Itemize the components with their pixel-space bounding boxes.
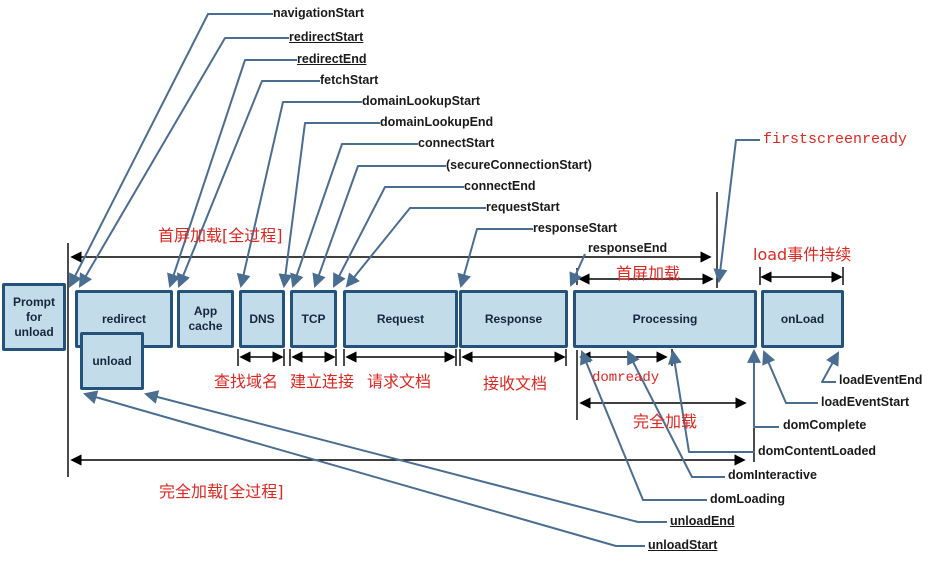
box-response: Response [459,290,568,348]
leader-response-end [569,253,586,287]
box-processing: Processing [573,290,757,348]
leader-domain-lookup-end [278,122,380,289]
label-redirect-end: redirectEnd [297,52,367,66]
box-unload: unload [80,332,144,390]
leader-unload-end [143,390,667,523]
measure-full-load-full-label: 完全加载[全过程] [159,482,284,501]
label-fetch-start: fetchStart [320,73,379,87]
measure-domready-label: domready [592,370,660,386]
label-unload-start: unloadStart [648,538,718,552]
leader-dom-interactive [627,350,725,478]
label-navigation-start: navigationStart [273,6,364,20]
leader-domain-lookup-start [236,101,362,289]
leader-fetch-start [176,80,320,288]
label-response-start: responseStart [533,221,618,235]
label-dom-content-loaded: domContentLoaded [758,444,877,458]
leader-connect-start [290,143,418,288]
leader-dom-content-loaded [667,349,755,453]
label-request-start: requestStart [486,200,560,214]
label-load-event-start: loadEventStart [821,395,910,409]
label-domain-lookup-start: domainLookupStart [362,94,481,108]
label-dom-interactive: domInteractive [728,468,817,482]
measure-dns-lookup-label: 查找域名 [214,372,279,391]
measure-full-load-label: 完全加载 [633,412,698,431]
label-dom-loading: domLoading [710,492,785,506]
box-request: Request [343,290,458,348]
box-prompt-for-unload: Prompt for unload [2,283,66,351]
measure-first-screen-full-label: 首屏加载[全过程] [158,226,283,245]
measure-tcp-connect-label: 建立连接 [290,372,355,391]
label-unload-end: unloadEnd [670,514,735,528]
label-response-end: responseEnd [588,241,668,255]
box-tcp: TCP [290,290,337,348]
leader-dom-complete [747,348,779,428]
leader-dom-loading [580,350,707,501]
label-dom-complete: domComplete [783,418,867,432]
label-load-event-end: loadEventEnd [839,373,923,387]
box-onload: onLoad [761,290,844,348]
label-domain-lookup-end: domainLookupEnd [380,115,494,129]
leader-load-event-end [821,351,840,383]
leader-request-start [345,207,486,288]
leader-connect-end [333,186,464,288]
leader-redirect-start [78,37,289,288]
measure-receive-doc-label: 接收文档 [483,374,548,393]
label-connect-start: connectStart [418,136,495,150]
measure-request-doc-label: 请求文档 [367,372,432,391]
box-app-cache: App cache [177,290,234,348]
leader-load-event-start [762,350,818,404]
measure-load-event-label: load事件持续 [753,245,852,264]
leader-navigation-start [69,13,273,288]
leader-redirect-end [167,59,297,288]
box-dns: DNS [239,290,285,348]
label-connect-end: connectEnd [464,179,536,193]
label-secure-connection-start: (secureConnectionStart) [446,158,592,172]
leader-secure-connection-start [312,165,446,288]
leader-unload-start [82,390,645,547]
leader-firstscreenready [713,139,760,284]
measure-first-screen-label: 首屏加载 [616,264,681,283]
label-firstscreenready: firstscreenready [763,131,908,148]
leader-lines [69,13,840,547]
label-redirect-start: redirectStart [289,30,364,44]
leader-response-start [457,228,533,289]
